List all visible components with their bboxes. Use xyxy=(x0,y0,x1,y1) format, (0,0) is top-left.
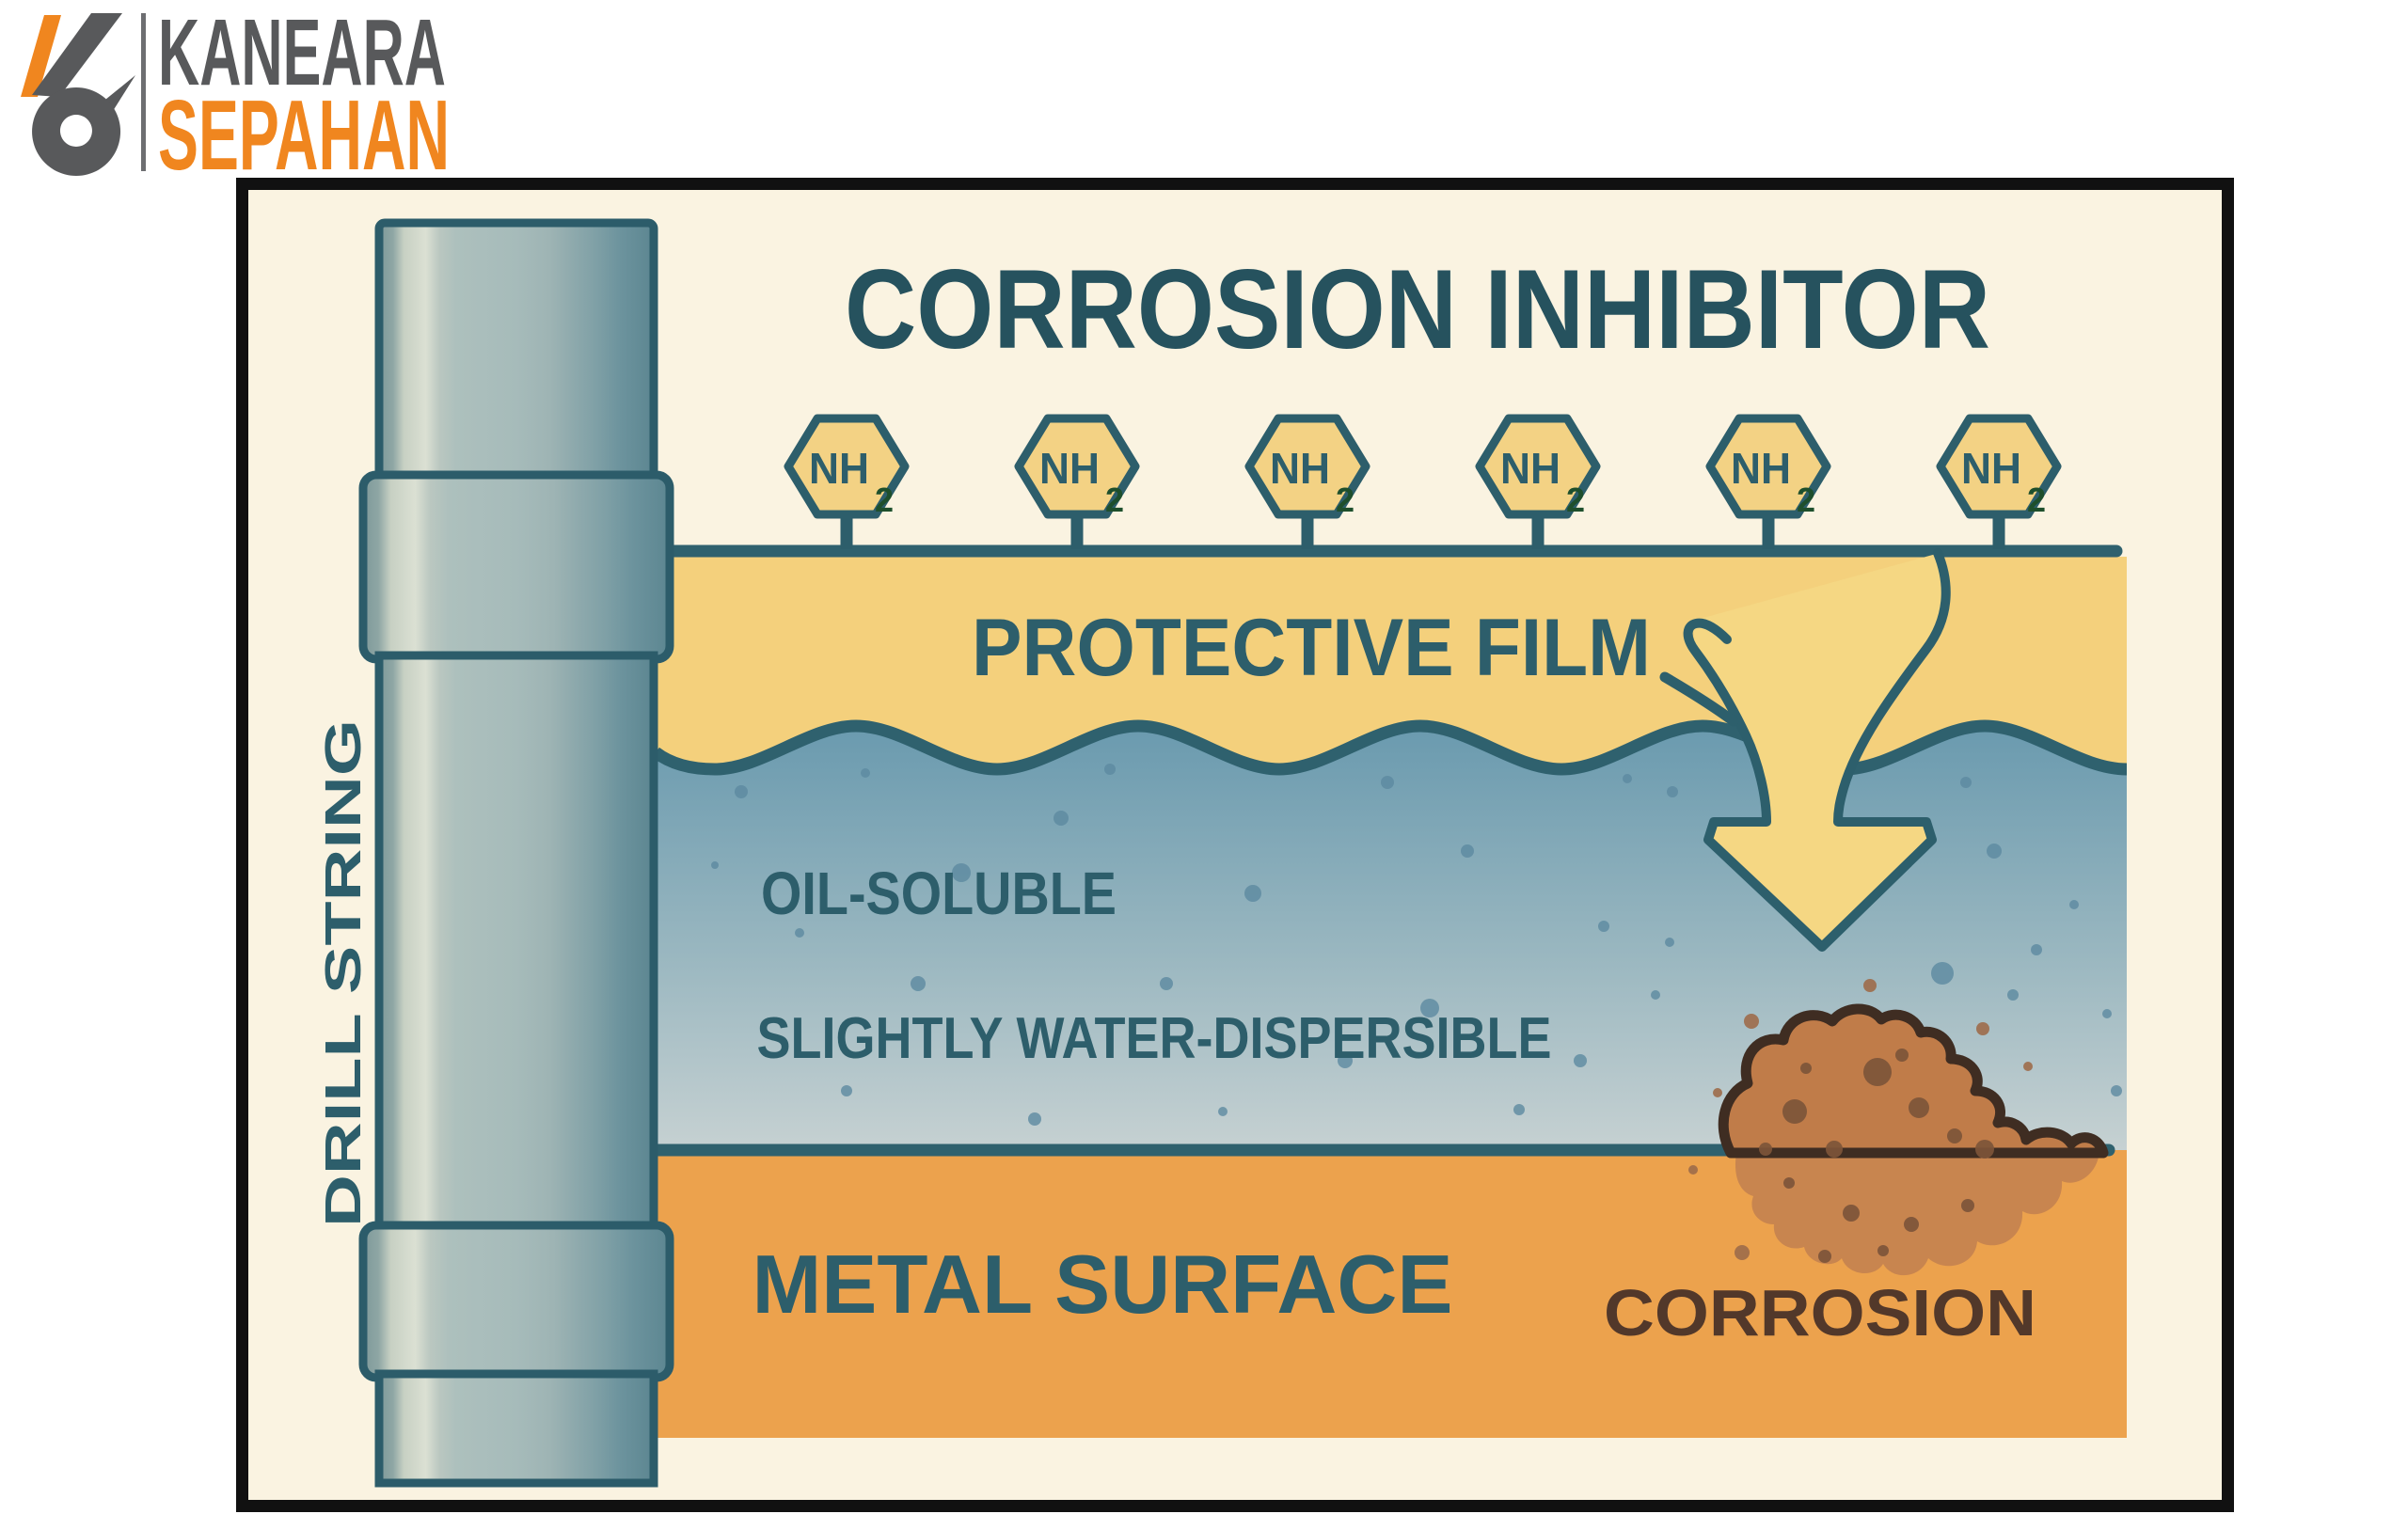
nh2-molecule: NH 2 xyxy=(1244,414,1370,519)
corrosion-pit-spots xyxy=(1759,1049,1994,1263)
pipe-tube-middle xyxy=(374,651,658,1236)
molecule-symbol: NH xyxy=(1039,444,1100,493)
corrosion-label: CORROSION xyxy=(1604,1276,2036,1349)
oil-soluble-label: OIL-SOLUBLE xyxy=(761,860,1117,927)
logo-text-line1: KANEARA xyxy=(158,0,446,105)
drill-string-label: DRILL STRING xyxy=(315,719,372,1227)
nh2-molecule-row: NH 2 NH 2 NH 2 NH 2 NH 2 NH 2 xyxy=(784,414,2062,549)
corrosion-blob-lower xyxy=(1735,1153,2099,1276)
pipe-coupling-lower xyxy=(358,1221,674,1382)
nh2-molecule: NH 2 xyxy=(1936,414,2062,519)
penetration-arrow-icon xyxy=(1659,548,1951,952)
logo-text-line2: SEPAHAN xyxy=(158,80,450,191)
diagram-title: CORROSION INHIBITOR xyxy=(845,246,1990,372)
film-oil-interface xyxy=(652,719,2128,776)
molecule-subscript: 2 xyxy=(2027,481,2046,519)
pipe-tube-top xyxy=(374,218,658,487)
nh2-molecule: NH 2 xyxy=(1014,414,1140,519)
logo-mark-icon xyxy=(21,13,135,176)
water-dispersible-label: SLIGHTLY WATER-DISPERSIBLE xyxy=(757,1006,1552,1071)
molecule-symbol: NH xyxy=(809,444,869,493)
molecule-stems xyxy=(840,513,2005,549)
molecule-subscript: 2 xyxy=(1105,481,1124,519)
molecule-symbol: NH xyxy=(1270,444,1330,493)
pipe-coupling-upper xyxy=(358,470,674,664)
arrow-swoosh-line xyxy=(1659,671,1739,727)
molecule-subscript: 2 xyxy=(1566,481,1585,519)
protective-film-label: PROTECTIVE FILM xyxy=(972,603,1651,693)
nh2-molecule: NH 2 xyxy=(784,414,910,519)
molecule-subscript: 2 xyxy=(1797,481,1815,519)
corrosion-blob-upper xyxy=(1718,1003,2109,1159)
molecule-subscript: 2 xyxy=(1336,481,1354,519)
nh2-molecule: NH 2 xyxy=(1475,414,1601,519)
molecule-symbol: NH xyxy=(1731,444,1791,493)
nh2-molecule: NH 2 xyxy=(1705,414,1831,519)
company-logo: KANEARA SEPAHAN xyxy=(21,0,450,191)
molecule-symbol: NH xyxy=(1961,444,2021,493)
oil-droplet-dots xyxy=(711,764,2122,1126)
pipe-tube-bottom xyxy=(374,1369,658,1488)
logo-divider xyxy=(141,13,146,171)
molecule-symbol: NH xyxy=(1500,444,1560,493)
molecule-subscript: 2 xyxy=(875,481,894,519)
metal-surface-label: METAL SURFACE xyxy=(752,1238,1453,1331)
drill-string-pipe xyxy=(358,218,674,1488)
